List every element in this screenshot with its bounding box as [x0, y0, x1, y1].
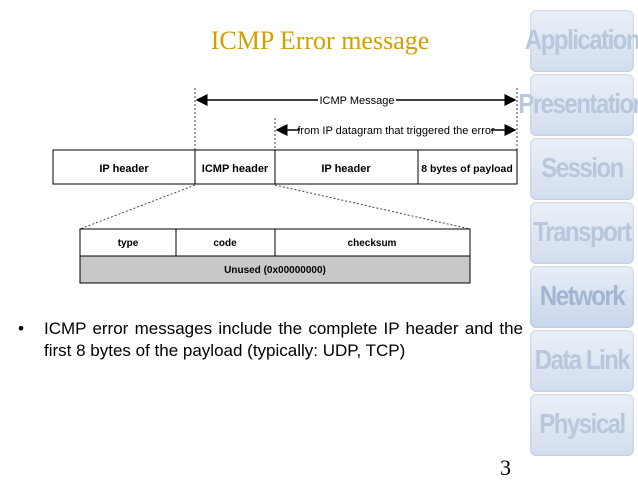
packet-payload-box — [417, 149, 518, 185]
osi-layer-stack: Application Presentation Session Transpo… — [518, 9, 638, 467]
layer-session: Session — [530, 137, 634, 201]
layer-application: Application — [525, 9, 638, 73]
layer-transport: Transport — [530, 201, 634, 265]
page-number: 3 — [500, 455, 511, 480]
layer-physical: Physical — [530, 393, 634, 457]
packet-field-label: IP header — [321, 163, 371, 175]
packet-field-label: 8 bytes of payload — [421, 163, 513, 175]
icmp-type-box — [79, 228, 177, 257]
zoom-line-right — [274, 184, 471, 230]
packet-icmp-header-box — [194, 149, 276, 185]
layer-data-link: Data Link — [530, 329, 634, 393]
packet-field-label: IP header — [99, 163, 149, 175]
zoom-line-left — [79, 184, 196, 230]
from-ip-label: from IP datagram that triggered the erro… — [297, 125, 495, 137]
layer-presentation: Presentation — [518, 73, 638, 137]
icmp-format-diagram: ICMP Message from IP datagram that trigg… — [52, 88, 518, 284]
icmp-field-label: type — [118, 238, 139, 249]
bullet-point: • ICMP error messages include the comple… — [18, 318, 523, 362]
icmp-unused-box — [79, 255, 471, 284]
packet-field-label: ICMP header — [202, 163, 269, 175]
layer-network: Network — [530, 265, 634, 329]
icmp-unused-label: Unused (0x00000000) — [224, 265, 326, 276]
icmp-message-label: ICMP Message — [320, 95, 395, 107]
icmp-field-label: code — [213, 238, 237, 249]
icmp-field-label: checksum — [348, 238, 397, 249]
packet-inner-ip-header-box — [274, 149, 419, 185]
slide-title: ICMP Error message — [210, 26, 430, 55]
bullet-dot-icon: • — [18, 319, 24, 338]
bullet-text: ICMP error messages include the complete… — [44, 319, 523, 360]
